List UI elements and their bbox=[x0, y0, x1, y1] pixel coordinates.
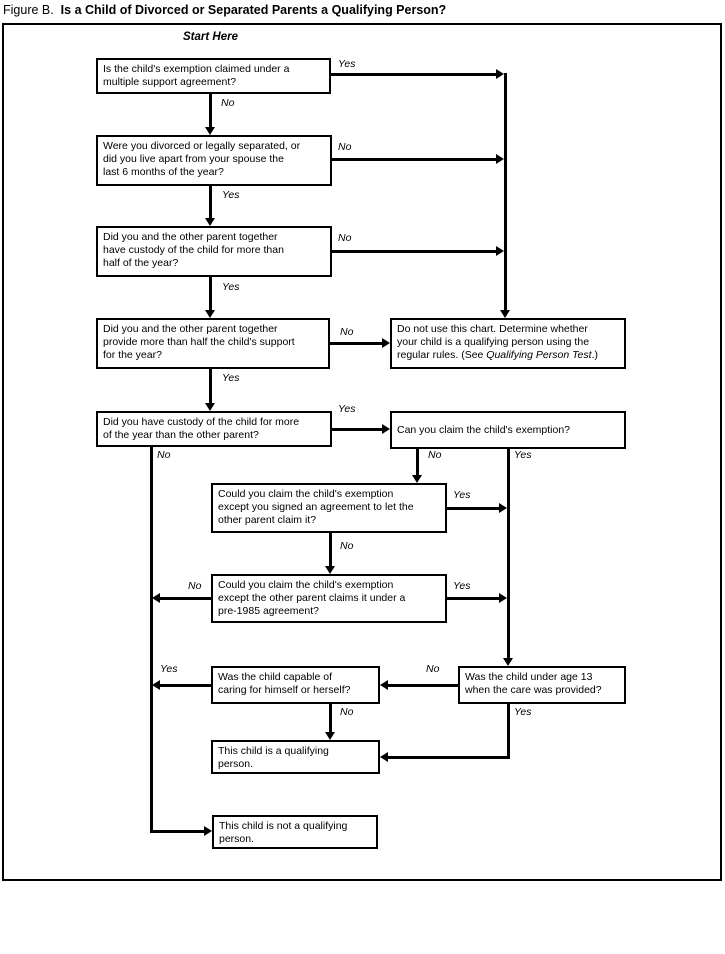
arrowhead-not-qualifying bbox=[204, 826, 212, 836]
label-custody-together-yes: Yes bbox=[222, 281, 240, 293]
arrowhead-custody-more-yes bbox=[382, 424, 390, 434]
arrow-under-13-no bbox=[388, 684, 458, 687]
right-rail-top bbox=[504, 73, 507, 310]
arrowhead-under-age-13 bbox=[503, 658, 513, 666]
label-custody-more-no: No bbox=[157, 449, 171, 461]
label-capable-yes: Yes bbox=[160, 663, 178, 675]
arrow-custody-together-yes bbox=[209, 277, 212, 310]
label-multiple-support-yes: Yes bbox=[338, 58, 356, 70]
label-under-13-yes: Yes bbox=[514, 706, 532, 718]
arrow-pre-1985-yes bbox=[447, 597, 499, 600]
arrow-divorced-yes bbox=[209, 186, 212, 218]
arrowhead-support-together-no bbox=[382, 338, 390, 348]
node-pre-1985: Could you claim the child's exemption ex… bbox=[211, 574, 447, 623]
arrowhead-capable-yes bbox=[152, 680, 160, 690]
arrowhead-qualifying bbox=[380, 752, 388, 762]
arrowhead-signed-agreement-yes bbox=[499, 503, 507, 513]
arrowhead-capable-no bbox=[325, 732, 335, 740]
arrow-multiple-support-yes bbox=[331, 73, 496, 76]
arrow-custody-more-yes bbox=[332, 428, 382, 431]
arrow-signed-agreement-yes bbox=[447, 507, 499, 510]
arrowhead-divorced-no bbox=[496, 154, 504, 164]
arrowhead-do-not-use bbox=[500, 310, 510, 318]
left-rail bbox=[150, 447, 153, 833]
arrow-support-together-yes bbox=[209, 369, 212, 403]
label-support-together-no: No bbox=[340, 326, 354, 338]
figure-title: Figure B. Is a Child of Divorced or Sepa… bbox=[3, 3, 446, 18]
arrowhead-divorced-yes bbox=[205, 218, 215, 226]
label-pre-1985-yes: Yes bbox=[453, 580, 471, 592]
arrow-custody-together-no bbox=[332, 250, 496, 253]
arrowhead-signed-agreement-no bbox=[325, 566, 335, 574]
label-signed-agreement-no: No bbox=[340, 540, 354, 552]
do-not-use-text: Do not use this chart. Determine whether… bbox=[397, 323, 590, 361]
label-claim-no: No bbox=[428, 449, 442, 461]
start-here-label: Start Here bbox=[183, 31, 238, 43]
arrow-claim-no bbox=[416, 449, 419, 476]
label-custody-together-no: No bbox=[338, 232, 352, 244]
label-signed-agreement-yes: Yes bbox=[453, 489, 471, 501]
arrowhead-claim-no bbox=[412, 475, 422, 483]
label-support-together-yes: Yes bbox=[222, 372, 240, 384]
node-signed-agreement: Could you claim the child's exemption ex… bbox=[211, 483, 447, 533]
arrow-support-together-no bbox=[330, 342, 382, 345]
arrow-under-13-yes-horizontal bbox=[388, 756, 510, 759]
do-not-use-close: .) bbox=[591, 349, 598, 361]
node-multiple-support: Is the child's exemption claimed under a… bbox=[96, 58, 331, 94]
arrowhead-pre-1985-no bbox=[152, 593, 160, 603]
node-custody-together: Did you and the other parent together ha… bbox=[96, 226, 332, 277]
arrow-capable-yes bbox=[160, 684, 211, 687]
node-do-not-use: Do not use this chart. Determine whether… bbox=[390, 318, 626, 369]
right-rail-bottom bbox=[507, 449, 510, 658]
arrow-under-13-yes-drop bbox=[507, 704, 510, 759]
arrow-divorced-no bbox=[332, 158, 496, 161]
arrowhead-multiple-support-yes bbox=[496, 69, 504, 79]
label-divorced-no: No bbox=[338, 141, 352, 153]
label-custody-more-yes: Yes bbox=[338, 403, 356, 415]
node-claim-exemption: Can you claim the child's exemption? bbox=[390, 411, 626, 449]
figure-title-text: Is a Child of Divorced or Separated Pare… bbox=[60, 3, 447, 17]
arrow-signed-agreement-no bbox=[329, 533, 332, 566]
node-divorced: Were you divorced or legally separated, … bbox=[96, 135, 332, 186]
arrowhead-under-13-no bbox=[380, 680, 388, 690]
node-support-together: Did you and the other parent together pr… bbox=[96, 318, 330, 369]
arrowhead-support-together-yes bbox=[205, 403, 215, 411]
label-claim-yes: Yes bbox=[514, 449, 532, 461]
label-multiple-support-no: No bbox=[221, 97, 235, 109]
label-capable-no: No bbox=[340, 706, 354, 718]
label-pre-1985-no: No bbox=[188, 580, 202, 592]
arrowhead-custody-together-no bbox=[496, 246, 504, 256]
node-custody-more: Did you have custody of the child for mo… bbox=[96, 411, 332, 447]
label-divorced-yes: Yes bbox=[222, 189, 240, 201]
arrowhead-pre-1985-yes bbox=[499, 593, 507, 603]
arrow-into-not-qualifying bbox=[150, 830, 205, 833]
node-qualifying-result: This child is a qualifying person. bbox=[211, 740, 380, 774]
node-under-age-13: Was the child under age 13 when the care… bbox=[458, 666, 626, 704]
label-under-13-no: No bbox=[426, 663, 440, 675]
do-not-use-reference: Qualifying Person Test bbox=[486, 349, 592, 361]
node-not-qualifying-result: This child is not a qualifying person. bbox=[212, 815, 378, 849]
arrow-multiple-support-no bbox=[209, 94, 212, 127]
arrow-capable-no bbox=[329, 704, 332, 733]
arrowhead-custody-together-yes bbox=[205, 310, 215, 318]
node-capable-caring: Was the child capable of caring for hims… bbox=[211, 666, 380, 704]
figure-label: Figure B. bbox=[3, 3, 54, 17]
arrowhead-multiple-support-no bbox=[205, 127, 215, 135]
arrow-pre-1985-no bbox=[160, 597, 211, 600]
